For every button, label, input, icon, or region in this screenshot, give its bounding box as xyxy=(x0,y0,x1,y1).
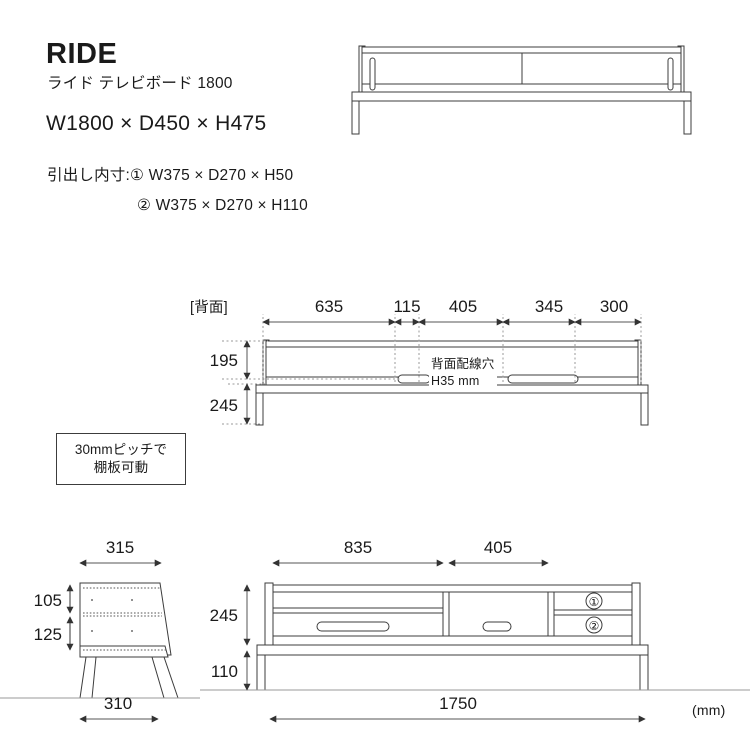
cable-hole-label-line1: 背面配線穴 xyxy=(431,357,495,371)
shelf-pitch-note: 30mmピッチで 棚板可動 xyxy=(56,433,186,485)
side-dim-310: 310 xyxy=(104,694,132,713)
front-drawer-marker-2: ② xyxy=(589,619,600,633)
front-dim-1750: 1750 xyxy=(439,694,477,713)
back-dim-345: 345 xyxy=(535,297,563,316)
back-dim-300: 300 xyxy=(600,297,628,316)
cable-hole-label: 背面配線穴 H35 mm xyxy=(429,356,497,390)
shelf-pitch-note-line1: 30mmピッチで xyxy=(74,441,168,457)
front-dim-835: 835 xyxy=(344,538,372,557)
product-brand: RIDE xyxy=(46,38,118,70)
front-drawer-marker-1: ① xyxy=(589,595,600,609)
shelf-pitch-note-line2: 棚板可動 xyxy=(93,460,149,475)
back-dim-405: 405 xyxy=(449,297,477,316)
side-dim-125: 125 xyxy=(34,625,62,644)
back-dim-635: 635 xyxy=(315,297,343,316)
front-dim-405: 405 xyxy=(484,538,512,557)
drawer-dimensions-1: 引出し内寸:① W375 × D270 × H50 xyxy=(47,167,294,184)
unit-label: (mm) xyxy=(692,702,726,718)
back-dim-195: 195 xyxy=(210,351,238,370)
back-view-tag: [背面] xyxy=(190,300,228,316)
back-dim-115: 115 xyxy=(393,297,420,316)
front-dim-110: 110 xyxy=(211,662,238,681)
side-dim-105: 105 xyxy=(34,591,62,610)
overall-dimensions: W1800 × D450 × H475 xyxy=(46,112,267,135)
cable-hole-label-line2: H35 mm xyxy=(431,373,480,388)
side-dim-315: 315 xyxy=(106,538,134,557)
product-subtitle: ライド テレビボード 1800 xyxy=(47,75,233,92)
front-dim-245: 245 xyxy=(210,606,238,625)
drawer-dimensions-2: ② W375 × D270 × H110 xyxy=(137,197,308,214)
back-dim-245: 245 xyxy=(210,396,238,415)
